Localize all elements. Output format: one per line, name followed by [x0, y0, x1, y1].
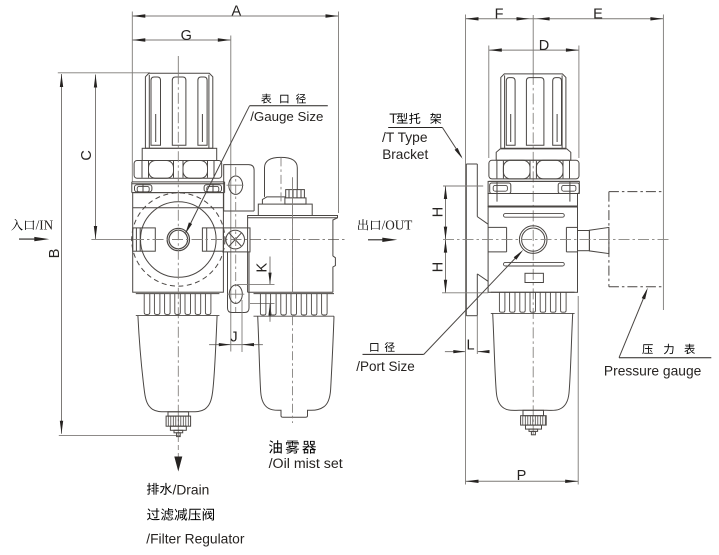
svg-text:C: C [79, 150, 95, 160]
svg-text:Bracket: Bracket [382, 147, 428, 162]
svg-text:/IN: /IN [36, 218, 54, 233]
svg-text:P: P [517, 468, 527, 484]
svg-text:K: K [254, 263, 270, 273]
svg-text:G: G [181, 28, 192, 44]
svg-text:E: E [593, 6, 603, 22]
svg-text:J: J [230, 329, 237, 345]
svg-text:B: B [47, 249, 63, 259]
svg-text:T: T [389, 111, 397, 126]
svg-text:/Oil mist set: /Oil mist set [269, 456, 343, 472]
svg-text:H: H [431, 207, 447, 217]
svg-text:F: F [495, 6, 504, 22]
svg-text:Pressure gauge: Pressure gauge [604, 363, 702, 378]
svg-text:/Filter Regulator: /Filter Regulator [146, 532, 245, 547]
svg-text:/OUT: /OUT [382, 218, 413, 233]
svg-text:D: D [539, 38, 549, 54]
svg-text:A: A [231, 4, 241, 20]
svg-text:H: H [431, 262, 447, 272]
svg-text:/Gauge Size: /Gauge Size [250, 109, 323, 124]
svg-text:/Port Size: /Port Size [356, 359, 415, 374]
svg-text:L: L [467, 338, 475, 354]
svg-text:/Drain: /Drain [173, 483, 210, 498]
svg-text:/T Type: /T Type [382, 130, 428, 145]
